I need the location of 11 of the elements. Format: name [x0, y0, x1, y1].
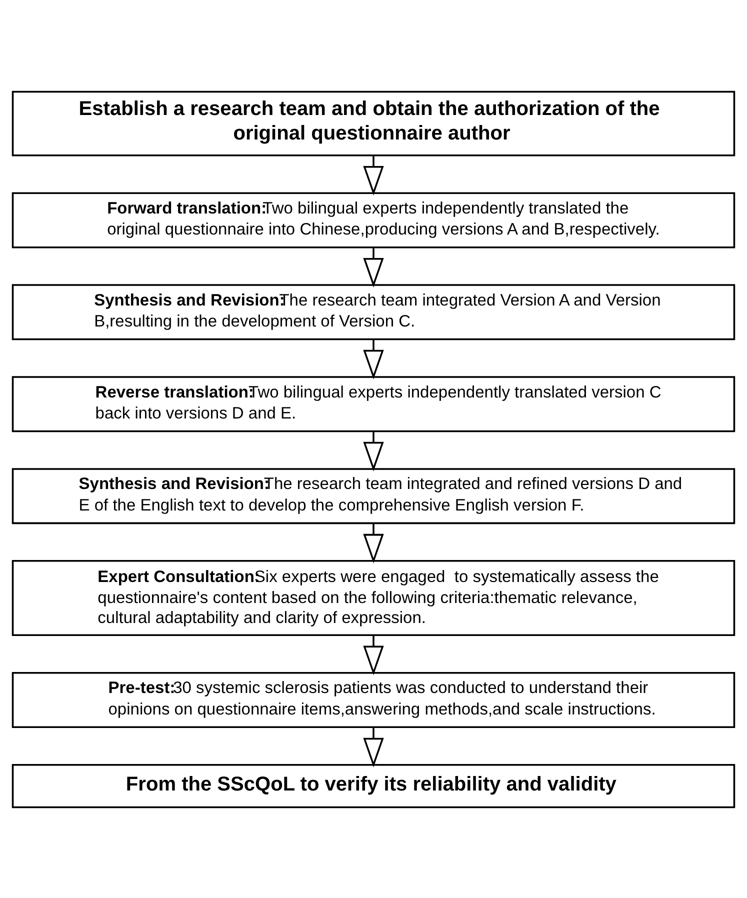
node-box: Establish a research team and obtain the authorization of the original questionnaire author [12, 90, 736, 156]
arrow [363, 431, 384, 471]
node-box: Forward translation:Two bilingual experts independently translated the original questionnaire into Chinese,producing versions A and B,respectively. [12, 192, 736, 248]
arrow [363, 634, 384, 675]
arrow [363, 155, 384, 195]
node-box: From the SScQoL to verify its reliability and validity [12, 763, 736, 808]
node-box: Pre-test:30 systemic sclerosis patients was conducted to understand their opinions on questionnaire items,answering methods,and scale instructions. [12, 672, 736, 728]
arrow [363, 247, 384, 287]
arrow [363, 726, 384, 767]
arrow [363, 522, 384, 563]
arrow [363, 339, 384, 379]
